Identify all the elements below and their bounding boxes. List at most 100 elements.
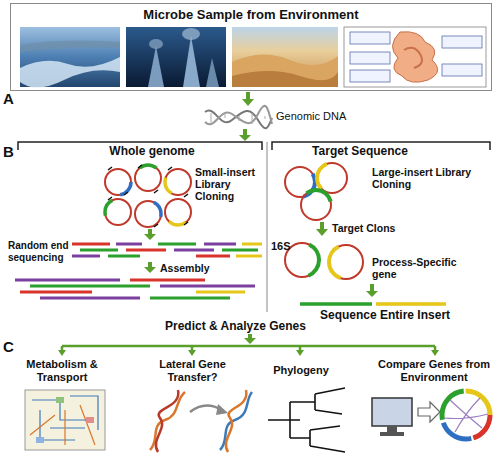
contig [15, 279, 120, 282]
plasmid [105, 199, 131, 225]
plasmid [165, 169, 191, 195]
river-bank [20, 41, 120, 52]
flow-arrow [320, 222, 324, 230]
pathway-node [86, 417, 94, 423]
insert-sequence [376, 302, 446, 306]
read [108, 255, 140, 258]
flow-arrowhead [242, 99, 254, 106]
flow-arrowhead [188, 350, 196, 356]
flow-arrow [243, 129, 247, 136]
step-label: Process-Specific gene [372, 256, 462, 280]
plasmid [135, 165, 161, 191]
plasmid [317, 163, 347, 193]
vent-chimney [148, 46, 164, 87]
plasmid [165, 199, 191, 225]
plasmid [135, 201, 161, 227]
plasmid-insert [105, 169, 131, 195]
gut-callout [350, 70, 390, 82]
flow-arrowhead [58, 350, 66, 356]
contig [196, 291, 245, 294]
read [80, 249, 118, 252]
flow-arrowhead [144, 234, 156, 240]
gut-intestine [404, 48, 422, 68]
pathway-node [36, 437, 44, 443]
desert-dune [232, 71, 338, 87]
transfer-arrowhead [216, 404, 228, 415]
circos-links [444, 398, 488, 432]
panel-title: Microbe Sample from Environment [11, 7, 491, 22]
dna-strand [220, 392, 252, 450]
sequence-reads [72, 244, 262, 256]
plasmid-insert [135, 165, 161, 191]
pathway-map [25, 390, 105, 450]
river-photo [20, 27, 120, 87]
step-label: Target Clons [332, 222, 422, 234]
vent-plume [182, 28, 200, 40]
flow-arrowhead [296, 350, 304, 356]
flow-arrowhead [239, 135, 251, 141]
desert-photo [232, 27, 338, 87]
plasmid-insert [301, 190, 331, 220]
section-header: Whole genome [92, 145, 212, 159]
plasmid-insert [135, 201, 161, 227]
dna-strand [205, 106, 272, 124]
branch-line [62, 345, 435, 348]
step-label: Predict & Analyze Genes [165, 320, 335, 334]
analysis-label: Lateral Gene Transfer? [145, 358, 240, 383]
step-label: Random end sequencing [8, 240, 70, 263]
flow-arrow [246, 92, 250, 100]
gut-organ [392, 32, 437, 83]
assembled-contigs [15, 280, 255, 298]
computer-monitor [372, 398, 412, 426]
gut-callout [442, 64, 482, 76]
gut-callout [350, 52, 390, 64]
contig [40, 297, 140, 300]
contig [160, 285, 255, 288]
dna-strand [156, 390, 178, 452]
computer-stand [387, 426, 397, 432]
dna-rungs [211, 113, 265, 124]
read [116, 243, 142, 246]
step-label: Sequence Entire Insert [320, 309, 490, 323]
panel-letter: C [3, 338, 23, 355]
desert-dune [232, 54, 338, 87]
contig [30, 285, 150, 288]
branch-ticks [62, 346, 435, 351]
contig [130, 279, 205, 282]
read [158, 243, 196, 246]
flow-arrowhead [366, 291, 378, 297]
vent-plume [149, 39, 163, 49]
gene-label: 16S [271, 240, 297, 253]
step-label: Large-insert Library Cloning [372, 166, 472, 190]
analysis-label: Metabolism & Transport [12, 358, 112, 383]
plasmid-insert [165, 169, 191, 195]
flow-arrowhead [316, 229, 328, 236]
analysis-label: Phylogeny [258, 364, 344, 377]
section-header: Target Sequence [290, 145, 430, 159]
read [72, 255, 100, 258]
read [196, 255, 230, 258]
panel-letter: A [3, 90, 23, 107]
flow-arrowhead [244, 338, 256, 344]
read [222, 249, 258, 252]
compare-arrow [418, 402, 440, 422]
circos-ring [442, 391, 490, 439]
step-label: Small-insert Library Cloning [195, 166, 265, 202]
pathway-lines [30, 405, 95, 445]
read [72, 243, 110, 246]
step-label: Assembly [160, 262, 230, 274]
gut-callout [442, 36, 482, 48]
panel-box: Microbe Sample from Environment [10, 3, 492, 91]
flow-arrowhead [144, 267, 156, 273]
insert-sequence [300, 302, 372, 306]
dna-strand [205, 110, 272, 128]
read [174, 249, 214, 252]
vent-chimney [183, 36, 200, 87]
phylogenetic-tree [268, 388, 345, 452]
flow-arrow [370, 284, 374, 292]
plasmid-insert [165, 199, 191, 225]
flow-arrowhead [431, 350, 439, 356]
circos-ring [442, 391, 490, 439]
plasmid-insert [329, 245, 363, 279]
